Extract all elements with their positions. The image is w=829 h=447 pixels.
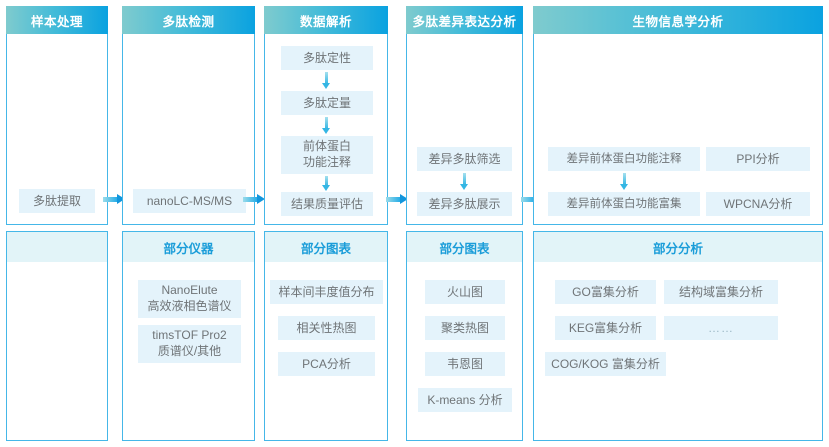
flow-arrow-down bbox=[460, 173, 469, 190]
arrow-shaft bbox=[463, 173, 466, 185]
item-box: timsTOF Pro2 质谱仪/其他 bbox=[138, 325, 241, 363]
flow-arrow-right bbox=[243, 194, 265, 204]
column-subheader: 部分图表 bbox=[264, 231, 388, 264]
item-box: K-means 分析 bbox=[418, 388, 512, 412]
item-box: 相关性热图 bbox=[278, 316, 375, 340]
column-subheader bbox=[6, 231, 108, 264]
arrow-shaft bbox=[243, 197, 258, 202]
flow-arrow-down bbox=[322, 117, 331, 134]
column-header-title: 生物信息学分析 bbox=[533, 6, 823, 34]
column-flow-area: 差异前体蛋白功能注释 PPI分析 差异前体蛋白功能富集 WPCNA分析 bbox=[533, 34, 823, 225]
flow-arrow-right bbox=[103, 194, 125, 204]
item-box: …… bbox=[664, 316, 778, 340]
arrow-head bbox=[117, 194, 125, 204]
arrow-head bbox=[400, 194, 408, 204]
arrow-shaft bbox=[325, 117, 328, 129]
flow-box: 结果质量评估 bbox=[281, 192, 373, 216]
item-box: 聚类热图 bbox=[425, 316, 505, 340]
column-flow-area: nanoLC-MS/MS bbox=[122, 34, 255, 225]
item-box: NanoElute 高效液相色谱仪 bbox=[138, 280, 241, 318]
flow-arrow-down bbox=[322, 72, 331, 89]
item-box: 火山图 bbox=[425, 280, 505, 304]
item-box: 样本间丰度值分布 bbox=[270, 280, 383, 304]
flow-box: 差异多肽筛选 bbox=[417, 147, 512, 171]
column-header-title: 数据解析 bbox=[264, 6, 388, 34]
arrow-shaft bbox=[623, 173, 626, 185]
column-subheader: 部分分析 bbox=[533, 231, 823, 264]
item-box: PCA分析 bbox=[278, 352, 375, 376]
column-header-title: 多肽差异表达分析 bbox=[406, 6, 523, 34]
flow-box: nanoLC-MS/MS bbox=[133, 189, 246, 213]
column-subheader: 部分图表 bbox=[406, 231, 523, 264]
column-items-area: NanoElute 高效液相色谱仪 timsTOF Pro2 质谱仪/其他 bbox=[122, 262, 255, 441]
arrow-head bbox=[322, 185, 330, 191]
column-flow-area: 多肽提取 bbox=[6, 34, 108, 225]
arrow-shaft bbox=[103, 197, 118, 202]
column-items-area: 火山图 聚类热图 韦恩图 K-means 分析 bbox=[406, 262, 523, 441]
arrow-head bbox=[322, 83, 330, 89]
arrow-shaft bbox=[325, 72, 328, 84]
arrow-head bbox=[257, 194, 265, 204]
column-items-area: 样本间丰度值分布 相关性热图 PCA分析 bbox=[264, 262, 388, 441]
arrow-head bbox=[620, 184, 628, 190]
item-box: 结构域富集分析 bbox=[664, 280, 778, 304]
column-subheader: 部分仪器 bbox=[122, 231, 255, 264]
column-differential-expression: 多肽差异表达分析 差异多肽筛选 差异多肽展示 部分图表 火山图 聚类热图 韦恩图… bbox=[406, 6, 523, 441]
flow-box: PPI分析 bbox=[706, 147, 810, 171]
item-box: KEG富集分析 bbox=[555, 316, 656, 340]
column-items-area bbox=[6, 262, 108, 441]
column-peptide-detection: 多肽检测 nanoLC-MS/MS 部分仪器 NanoElute 高效液相色谱仪… bbox=[122, 6, 255, 441]
column-header-title: 样本处理 bbox=[6, 6, 108, 34]
column-bioinformatics: 生物信息学分析 差异前体蛋白功能注释 PPI分析 差异前体蛋白功能富集 WPCN… bbox=[533, 6, 823, 441]
arrow-head bbox=[460, 184, 468, 190]
column-header-title: 多肽检测 bbox=[122, 6, 255, 34]
item-box: COG/KOG 富集分析 bbox=[545, 352, 666, 376]
flow-box: 差异多肽展示 bbox=[417, 192, 512, 216]
column-data-analysis: 数据解析 多肽定性 多肽定量 前体蛋白 功能注释 结果质量评估 部分图表 样本间… bbox=[264, 6, 388, 441]
arrow-head bbox=[322, 128, 330, 134]
flow-box: 差异前体蛋白功能富集 bbox=[548, 192, 700, 216]
arrow-shaft bbox=[325, 176, 328, 186]
flow-arrow-down bbox=[322, 176, 331, 191]
arrow-shaft bbox=[521, 197, 536, 202]
flow-box: 差异前体蛋白功能注释 bbox=[548, 147, 700, 171]
arrow-shaft bbox=[386, 197, 401, 202]
column-flow-area: 多肽定性 多肽定量 前体蛋白 功能注释 结果质量评估 bbox=[264, 34, 388, 225]
flow-box: 多肽提取 bbox=[19, 189, 95, 213]
column-flow-area: 差异多肽筛选 差异多肽展示 bbox=[406, 34, 523, 225]
item-box: 韦恩图 bbox=[425, 352, 505, 376]
flow-box: WPCNA分析 bbox=[706, 192, 810, 216]
column-sample-processing: 样本处理 多肽提取 bbox=[6, 6, 108, 441]
column-items-area: GO富集分析 结构域富集分析 KEG富集分析 …… COG/KOG 富集分析 bbox=[533, 262, 823, 441]
flow-box: 多肽定性 bbox=[281, 46, 373, 70]
flow-arrow-down bbox=[620, 173, 629, 190]
flow-box: 多肽定量 bbox=[281, 91, 373, 115]
flow-arrow-right bbox=[386, 194, 408, 204]
flow-box: 前体蛋白 功能注释 bbox=[281, 136, 373, 174]
item-box: GO富集分析 bbox=[555, 280, 656, 304]
